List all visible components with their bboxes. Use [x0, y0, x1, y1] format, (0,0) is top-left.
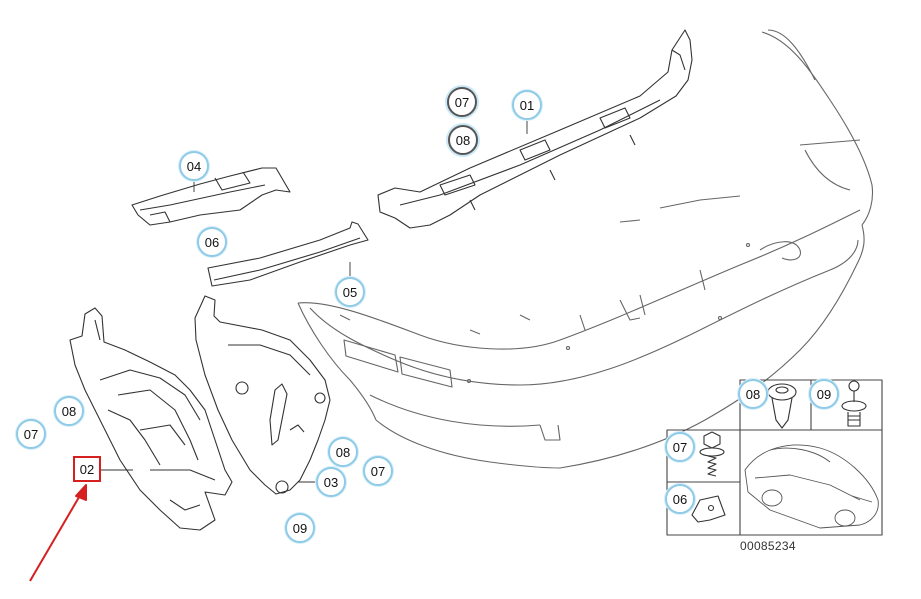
part-04-bracket [131, 167, 291, 226]
callout-08[interactable]: 08 [448, 125, 478, 155]
inset-bolt-07 [699, 431, 725, 477]
inset-panel-frame [666, 379, 883, 536]
callout-09[interactable]: 09 [285, 513, 315, 543]
callout-04[interactable]: 04 [179, 151, 209, 181]
callout-09[interactable]: 09 [809, 379, 839, 409]
callout-08[interactable]: 08 [328, 437, 358, 467]
callout-07[interactable]: 07 [16, 419, 46, 449]
part-02-rear-bracket [69, 307, 233, 531]
callout-07[interactable]: 07 [363, 456, 393, 486]
callout-01[interactable]: 01 [512, 90, 542, 120]
callout-03[interactable]: 03 [316, 467, 346, 497]
callout-02-highlighted[interactable]: 02 [73, 456, 101, 482]
inset-rivet-08 [767, 383, 797, 429]
inset-car-silhouette [744, 444, 879, 529]
inset-clip-06 [691, 495, 726, 523]
car-body-outline [297, 29, 874, 469]
highlight-arrow [29, 484, 87, 582]
callout-06[interactable]: 06 [665, 484, 695, 514]
callout-07[interactable]: 07 [447, 87, 477, 117]
leader-lines [101, 118, 528, 483]
callout-07[interactable]: 07 [665, 432, 695, 462]
callout-06[interactable]: 06 [197, 227, 227, 257]
part-01-bumper-carrier [377, 29, 693, 229]
part-03-side-bracket [194, 295, 331, 495]
document-number: 00085234 [740, 539, 796, 553]
inset-screw-09 [841, 380, 867, 427]
callout-05[interactable]: 05 [335, 277, 365, 307]
part-05-trim-strip [207, 221, 369, 287]
callout-08[interactable]: 08 [54, 396, 84, 426]
callout-08[interactable]: 08 [738, 379, 768, 409]
